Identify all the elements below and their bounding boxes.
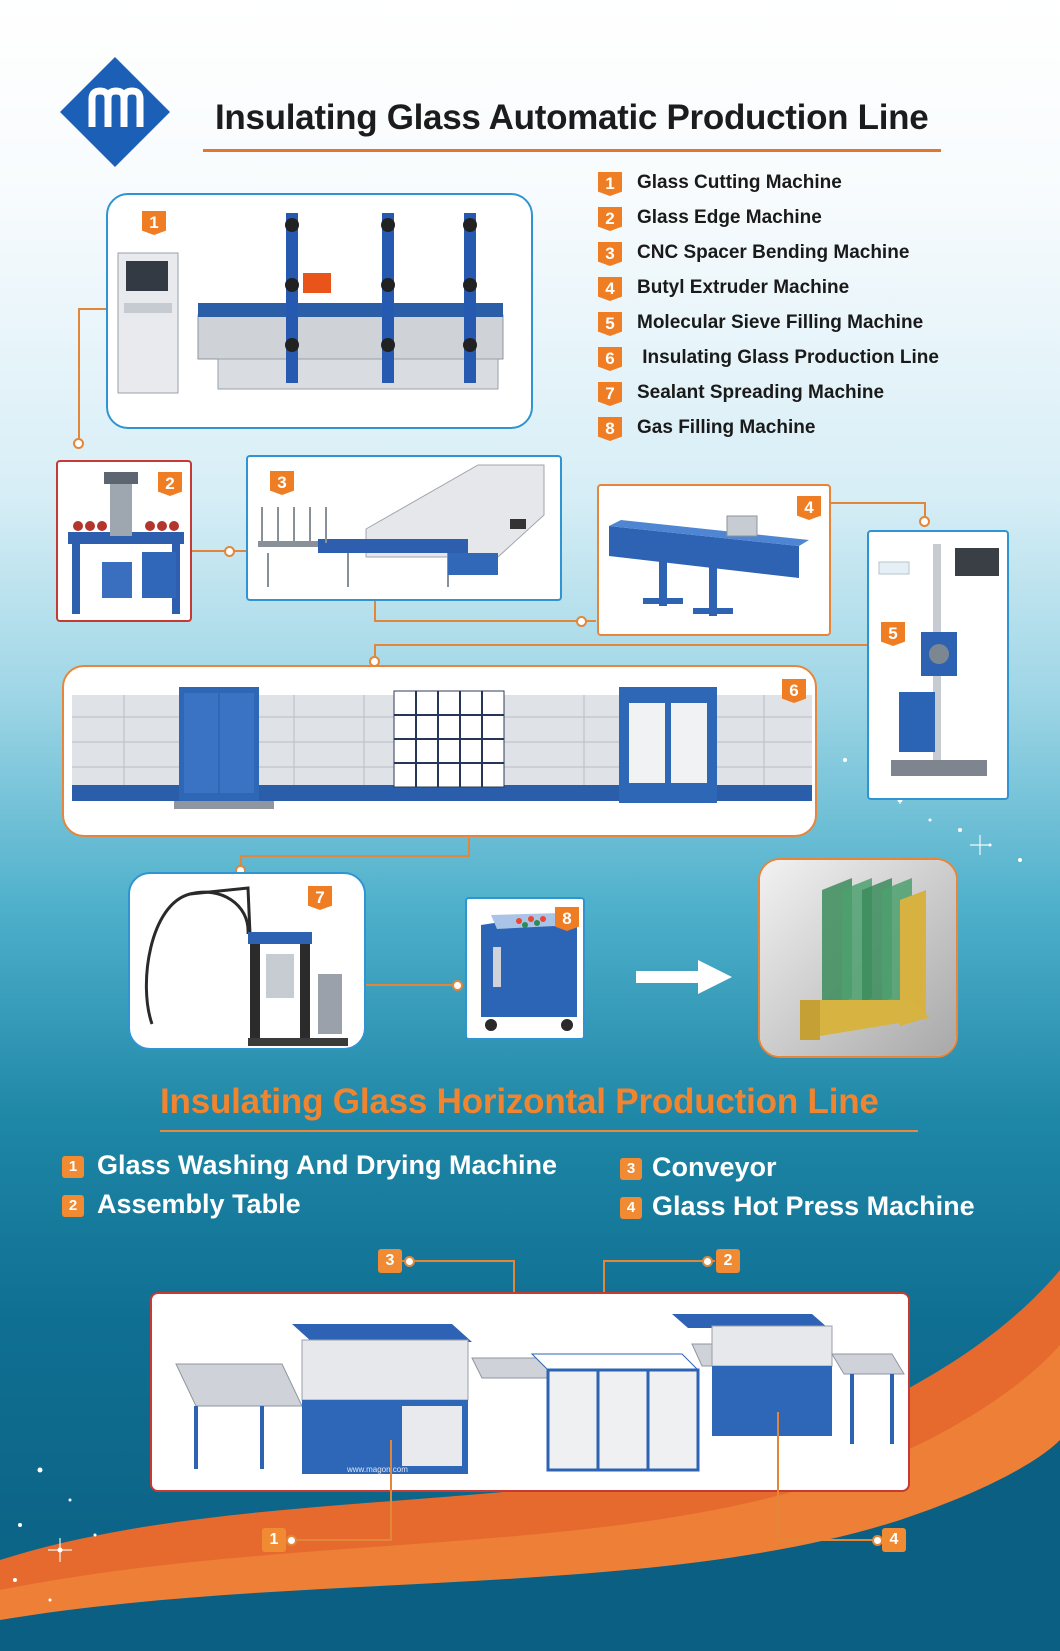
connector-dot [404,1256,415,1267]
glass-cutting-machine-panel: 1 [106,193,533,429]
legend-item: Insulating Glass Production Line [637,347,939,368]
horizontal-production-line-image: www.magon.com [175,1314,905,1474]
legend-number: 7 [598,382,622,406]
sealant-spreading-panel: 7 [128,872,366,1050]
legend-item: Glass Edge Machine [637,207,822,228]
panel-number: 3 [270,471,294,495]
insulating-glass-window-profile-image [760,860,956,1056]
connector-line [192,550,247,552]
connector-line [830,502,925,504]
legend-item: Assembly Table [97,1189,301,1219]
sealant-spreading-image [144,886,348,1046]
connector-line [468,838,470,856]
watermark-text: www.magon.com [346,1465,408,1474]
legend-number: 4 [620,1197,642,1219]
connector-line [240,855,242,871]
callout-number: 1 [262,1528,286,1552]
panel-number: 7 [308,886,332,910]
cnc-spacer-bending-image [258,464,545,587]
legend-item: Gas Filling Machine [637,417,816,438]
butyl-extruder-panel: 4 [597,484,831,636]
insulating-glass-product-panel [758,858,958,1058]
panel-number: 2 [158,472,182,496]
horizontal-line-panel: www.magon.com [150,1292,910,1492]
callout-number: 4 [882,1528,906,1552]
production-line-image [72,687,812,809]
legend-item: Sealant Spreading Machine [637,382,885,403]
connector-dot [919,516,930,527]
legend-number: 2 [598,207,622,231]
panel-number: 8 [555,907,579,931]
connector-line [374,644,376,664]
connector-line [374,600,376,622]
connector-line [240,855,470,857]
glass-edge-machine-panel: 2 [56,460,192,622]
connector-line [924,502,926,520]
connector-line [78,308,110,310]
title-underline [203,149,941,152]
legend-item: Glass Cutting Machine [637,172,842,193]
panel-number: 6 [782,679,806,703]
production-line-panel: 6 [62,665,817,837]
connector-line [78,308,80,442]
molecular-sieve-image [878,544,999,776]
legend-number: 1 [62,1156,84,1178]
title-underline [160,1130,918,1132]
legend-number: 1 [598,172,622,196]
connector-dot [224,546,235,557]
legend-number: 5 [598,312,622,336]
callout-number: 3 [378,1249,402,1273]
gas-filling-image [481,913,577,1031]
connector-line [777,1412,779,1540]
cnc-spacer-bending-panel: 3 [246,455,562,601]
connector-line [777,1539,877,1541]
horizontal-line-title: Insulating Glass Horizontal Production L… [160,1082,879,1121]
panel-number: 5 [881,622,905,646]
connector-line [374,620,596,622]
connector-dot [452,980,463,991]
connector-line [402,1260,514,1262]
connector-line [390,1440,392,1540]
legend-number: 3 [620,1158,642,1180]
glass-cutting-machine-image [117,213,504,394]
connector-line [290,1539,392,1541]
legend-number: 8 [598,417,622,441]
legend-number: 4 [598,277,622,301]
right-arrow-icon [636,960,732,994]
butyl-extruder-image [609,515,809,616]
legend-item: Glass Hot Press Machine [652,1191,975,1221]
panel-number: 1 [142,211,166,235]
connector-dot [73,438,84,449]
legend-number: 2 [62,1195,84,1217]
legend-item: Conveyor [652,1152,777,1182]
page-title: Insulating Glass Automatic Production Li… [215,98,929,137]
gas-filling-panel: 8 [465,897,585,1040]
connector-dot [286,1535,297,1546]
callout-number: 2 [716,1249,740,1273]
company-logo [60,57,170,167]
legend-item: Molecular Sieve Filling Machine [637,312,924,333]
molecular-sieve-panel: 5 [867,530,1009,800]
connector-line [366,984,458,986]
connector-line [374,644,870,646]
legend-number: 6 [598,347,622,371]
legend-item: Glass Washing And Drying Machine [97,1150,558,1180]
connector-line [603,1260,715,1262]
legend-number: 3 [598,242,622,266]
glass-edge-machine-image [68,472,184,614]
panel-number: 4 [797,496,821,520]
legend-item: Butyl Extruder Machine [637,277,850,298]
connector-dot [576,616,587,627]
connector-dot [702,1256,713,1267]
legend-item: CNC Spacer Bending Machine [637,242,910,263]
